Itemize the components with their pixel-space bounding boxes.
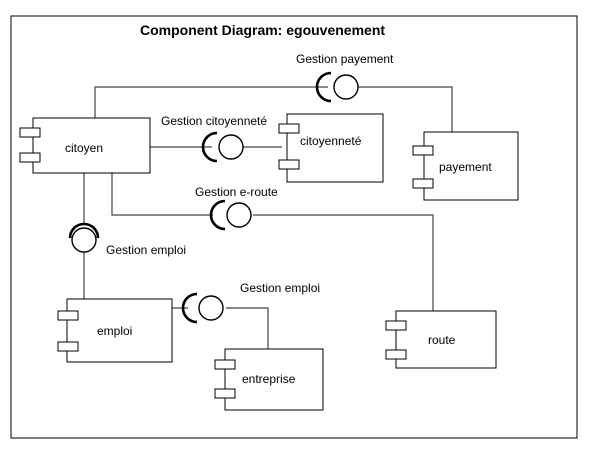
component-port-icon [385,320,407,331]
gestion-emploi-interface [68,222,100,253]
wire-gestion-emploi-2-to-entreprise [226,307,269,349]
gestion-citoyennete-ball [218,134,244,160]
wire-gestion-payement-to-payement [341,86,453,132]
gestion-emploi-label: Gestion emploi [106,243,186,257]
gestion-emploi-2-label: Gestion emploi [240,281,320,295]
component-port-icon [412,178,434,189]
component-box [32,117,151,174]
wire-citoyen-to-gestion-payement [94,86,328,118]
gestion-emploi-2-ball [198,295,224,321]
diagram-title: Component Diagram: egouvenement [140,22,385,38]
component-emploi-label: emploi [97,324,132,338]
gestion-eroute-interface [209,199,252,231]
component-citoyen[interactable]: citoyen [19,117,151,174]
gestion-payement-socket [315,71,332,103]
component-port-icon [278,159,300,170]
gestion-emploi-2-socket [181,292,198,324]
gestion-payement-interface [315,71,359,103]
component-port-icon [412,145,434,156]
component-port-icon [278,123,300,134]
component-port-icon [214,388,236,399]
component-box [395,310,497,369]
wire-gestion-eroute-to-route [253,214,434,311]
component-box [66,298,173,363]
component-port-icon [19,152,41,163]
gestion-citoyennete-socket [201,131,218,163]
diagram-frame [10,15,578,439]
component-box [423,131,519,201]
gestion-eroute-label: Gestion e-route [195,185,278,199]
gestion-payement-label: Gestion payement [296,52,394,66]
component-payement-label: payement [439,160,492,174]
component-port-icon [57,341,79,352]
gestion-emploi-2-interface [181,292,224,324]
gestion-citoyennete-interface [201,131,244,163]
component-citoyen-label: citoyen [65,141,103,155]
component-box [286,113,384,183]
component-route-label: route [428,333,456,347]
component-payement[interactable]: payement [412,131,519,201]
component-emploi[interactable]: emploi [57,298,173,363]
gestion-payement-ball [333,74,359,100]
component-port-icon [57,310,79,321]
component-citoyennete[interactable]: citoyenneté [278,113,384,183]
gestion-eroute-socket [209,199,226,231]
gestion-emploi-socket [68,222,100,239]
component-entreprise[interactable]: entreprise [214,348,324,411]
component-citoyennete-label: citoyenneté [300,134,362,148]
component-route[interactable]: route [385,310,497,369]
component-port-icon [214,359,236,370]
wire-citoyen-to-gestion-eroute [111,173,213,216]
component-port-icon [19,127,41,138]
gestion-emploi-ball [71,227,97,253]
component-box [224,348,324,411]
gestion-citoyennete-label: Gestion citoyenneté [161,114,267,128]
gestion-eroute-ball [226,202,252,228]
component-entreprise-label: entreprise [242,372,296,386]
component-port-icon [385,349,407,360]
